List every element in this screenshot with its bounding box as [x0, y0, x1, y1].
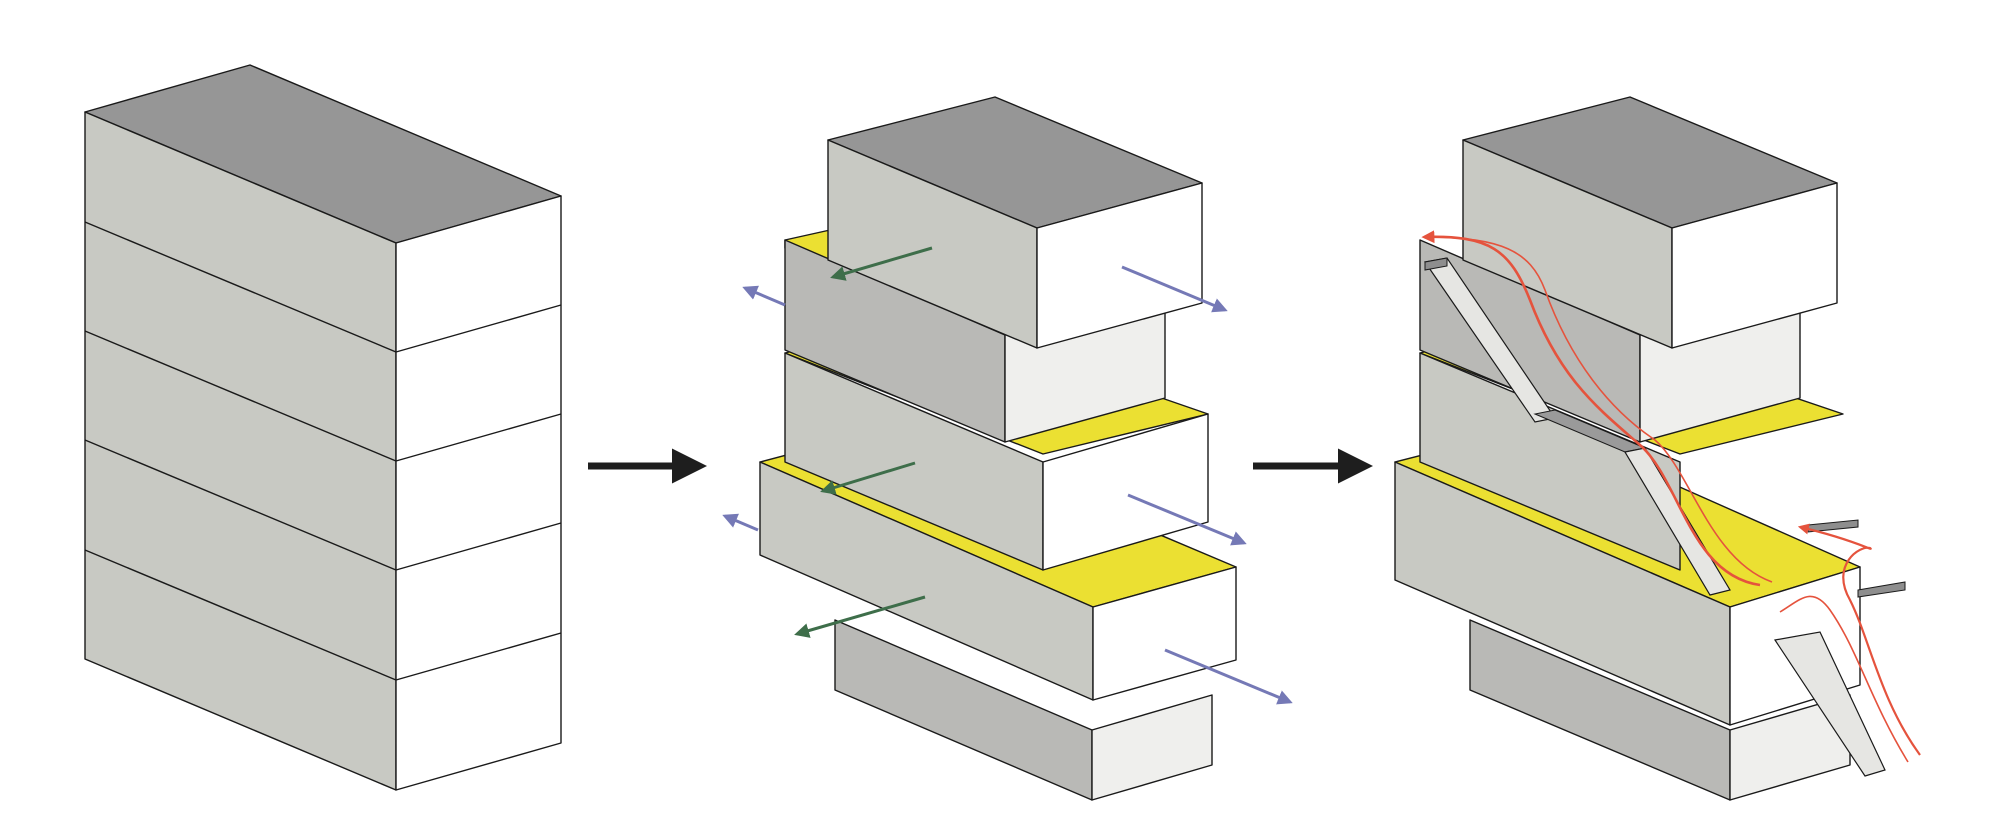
middle-volume-side — [1042, 413, 1209, 571]
left-arrow-icon — [830, 246, 933, 281]
right-arrow-icon — [1164, 648, 1293, 705]
circulation-paths — [1421, 230, 1921, 763]
external-stairs — [1423, 257, 1906, 777]
floor-lines — [84, 221, 562, 681]
stair-landing-right-mid — [1857, 581, 1906, 598]
stair-flight-right — [1773, 631, 1886, 777]
lower-volume-side — [1092, 566, 1237, 701]
stage-3-circulation — [1394, 96, 1921, 801]
right-arrow-icon — [1121, 265, 1228, 313]
stage-1-solid-block — [84, 64, 562, 791]
left-arrow-icon — [742, 285, 786, 307]
stage-2-shifted-volumes — [722, 96, 1293, 801]
left-arrow-icon — [794, 595, 926, 638]
inward-arrows — [794, 246, 933, 638]
curved-arrow-icon — [1421, 230, 1761, 587]
right-arrow-icon — [1127, 493, 1247, 546]
curved-arrow-icon — [1797, 523, 1921, 756]
stair-landing-top — [1424, 257, 1448, 271]
top-volume-side — [1671, 182, 1838, 349]
curved-arrow-icon — [1429, 236, 1773, 583]
left-arrow-icon — [820, 461, 916, 495]
plinth-side — [1729, 694, 1851, 801]
outward-arrows — [722, 265, 1293, 705]
curved-arrow-icon — [1779, 595, 1909, 763]
stair-flight-lower — [1624, 447, 1731, 596]
top-volume-side — [1036, 182, 1203, 349]
left-arrow-icon — [722, 513, 759, 532]
block-side — [395, 195, 562, 791]
plinth-side — [1091, 694, 1213, 801]
